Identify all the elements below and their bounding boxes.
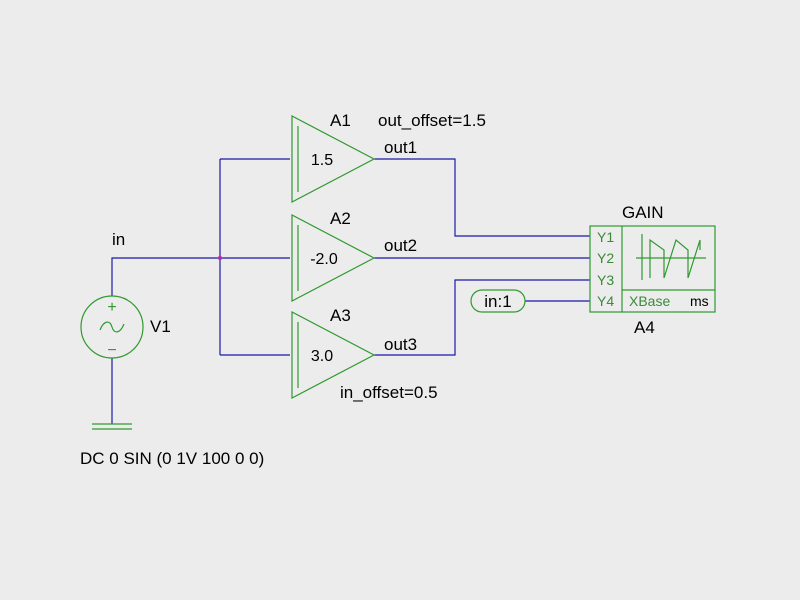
net-label-out2: out2 (384, 236, 417, 255)
net-label-in: in (112, 230, 125, 249)
source-name: V1 (150, 317, 171, 336)
ground-icon (92, 423, 132, 430)
amplifier-a2[interactable]: -2.0 (291, 214, 376, 302)
net-label-out3: out3 (384, 335, 417, 354)
amplifier-name: A1 (330, 111, 351, 130)
oscilloscope-a4[interactable]: Y1 Y2 Y3 Y4 XBase ms (589, 225, 716, 313)
amplifier-name: A3 (330, 306, 351, 325)
wires (111, 158, 590, 424)
source-circle (80, 295, 144, 359)
label-text: in:1 (484, 292, 511, 311)
label-outline (470, 289, 526, 313)
source-spec: DC 0 SIN (0 1V 100 0 0) (80, 449, 264, 468)
amplifier-a1[interactable]: 1.5 (291, 115, 376, 203)
scope-channel-y4: Y4 (597, 293, 614, 309)
scope-frame (589, 225, 716, 313)
net-label-tag[interactable]: in:1 (470, 289, 526, 313)
source-minus-sign: − (107, 342, 116, 359)
amplifier-triangle (291, 115, 376, 203)
scope-unit: ms (690, 293, 709, 309)
amplifier-gain: 3.0 (311, 348, 333, 365)
waveform-icon (636, 234, 706, 280)
wire-out3[interactable] (374, 279, 590, 356)
wire-out1[interactable] (374, 158, 590, 237)
amplifier-triangle (291, 311, 376, 399)
amplifier-name: A2 (330, 209, 351, 228)
amplifier-param: in_offset=0.5 (340, 383, 438, 402)
source-plus-sign: + (107, 299, 116, 316)
sine-wave-icon (99, 321, 125, 333)
net-label-out1: out1 (384, 138, 417, 157)
scope-channel-y3: Y3 (597, 272, 614, 288)
amplifier-a3[interactable]: 3.0 (291, 311, 376, 399)
amplifier-gain: -2.0 (310, 251, 338, 268)
wire-in[interactable] (111, 257, 290, 296)
amplifier-gain: 1.5 (311, 152, 333, 169)
voltage-source-v1[interactable]: + − (80, 295, 144, 359)
scope-channel-y2: Y2 (597, 250, 614, 266)
scope-xbase: XBase (629, 293, 670, 309)
scope-title: GAIN (622, 203, 664, 222)
scope-name: A4 (634, 318, 655, 337)
amplifier-triangle (291, 214, 376, 302)
scope-channel-y1: Y1 (597, 229, 614, 245)
junction-dot (217, 255, 223, 261)
amplifier-param: out_offset=1.5 (378, 111, 486, 130)
